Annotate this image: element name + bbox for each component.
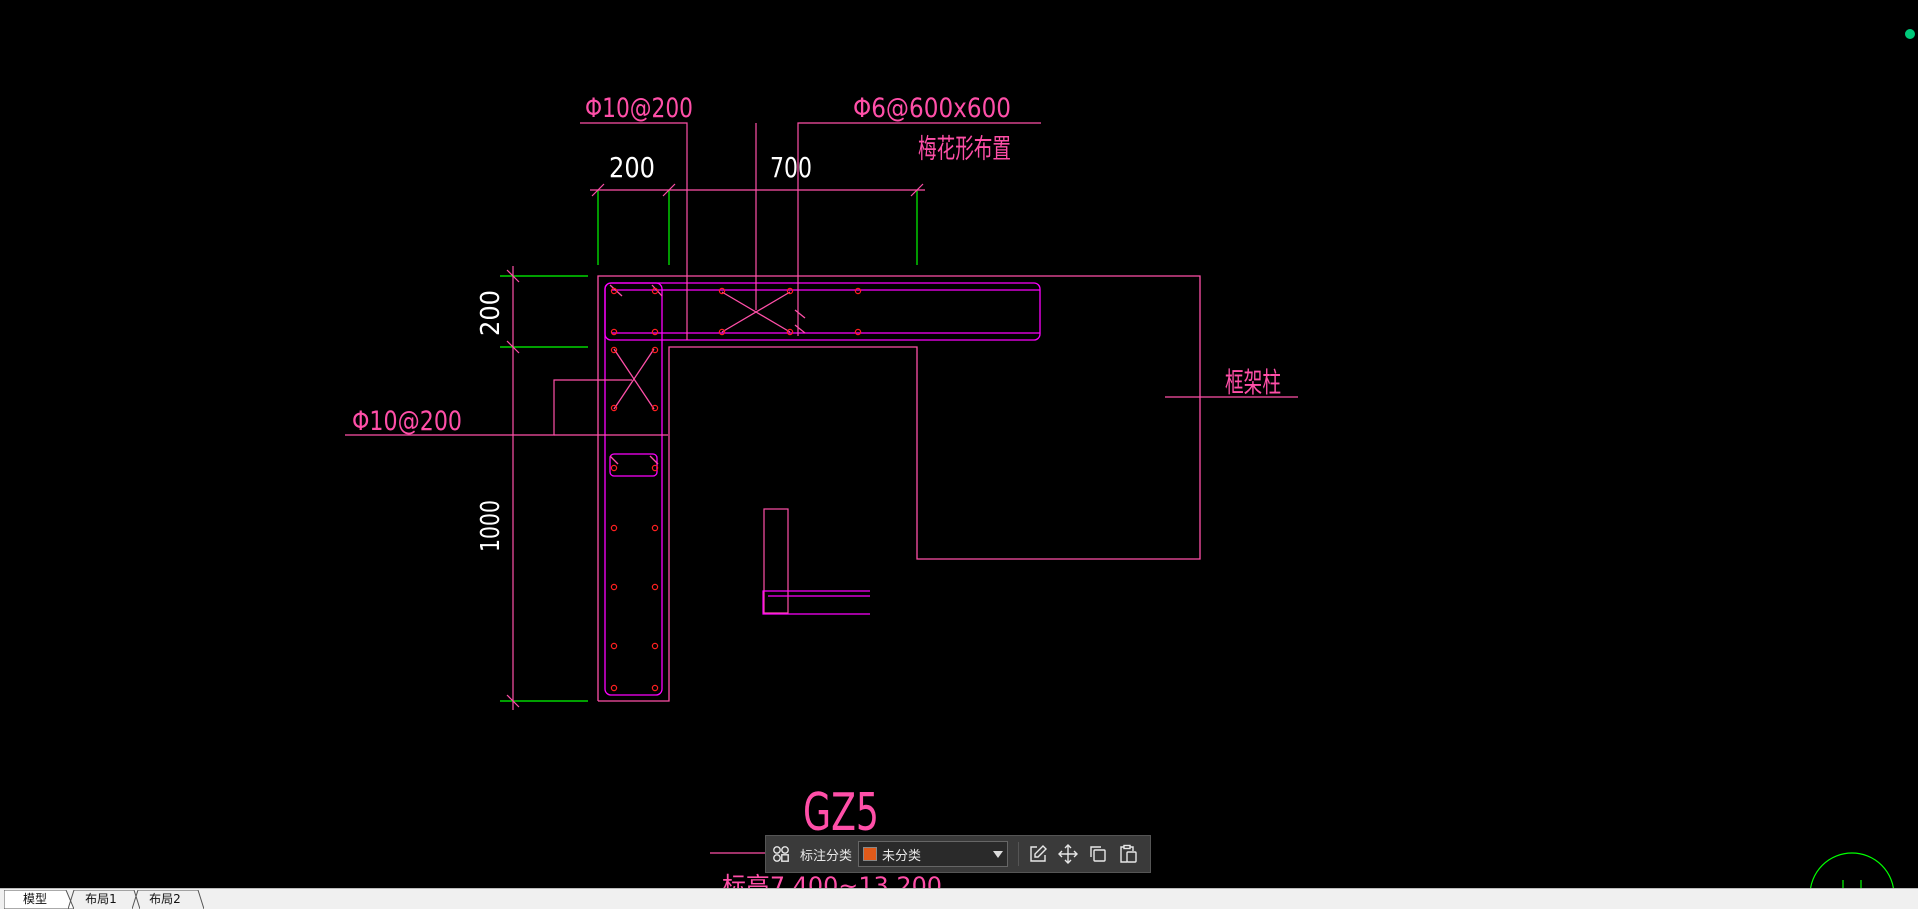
column-outline bbox=[597, 275, 1201, 702]
tab-layout1-label: 布局1 bbox=[85, 892, 117, 906]
dim-tick bbox=[662, 183, 676, 197]
dimension-texts: 200 700 200 1000 bbox=[476, 151, 812, 552]
text-layout-pattern: 梅花形布置 bbox=[918, 134, 1011, 165]
rebar bbox=[610, 328, 618, 336]
hook-line bbox=[794, 324, 806, 334]
tab-layout2-label: 布局2 bbox=[149, 892, 181, 906]
text-top-right-rebar: Φ6@600x600 bbox=[853, 93, 1011, 124]
drawing-canvas[interactable]: Φ10@200 Φ6@600x600 梅花形布置 Φ10@200 框架柱 200… bbox=[0, 0, 1918, 888]
dim-text-200: 200 bbox=[609, 151, 655, 184]
drawing-subtitle: 标高7.400~13.200 bbox=[722, 872, 942, 888]
rebar bbox=[854, 287, 862, 295]
tab-layout2[interactable]: 布局2 bbox=[132, 890, 204, 909]
rebar bbox=[651, 287, 659, 295]
stirrup-horizontal bbox=[604, 282, 1041, 341]
rebar bbox=[718, 287, 726, 295]
rebar bbox=[718, 328, 726, 336]
rebar bbox=[854, 328, 862, 336]
rebar bbox=[651, 524, 659, 532]
grid-icon[interactable] bbox=[766, 839, 796, 869]
toolbar-divider bbox=[1018, 842, 1020, 866]
rebar bbox=[610, 346, 618, 354]
dim-tick bbox=[506, 269, 520, 283]
move-icon[interactable] bbox=[1053, 839, 1083, 869]
category-color-swatch bbox=[863, 847, 878, 861]
rebar bbox=[651, 642, 659, 650]
dim-text-200-vertical: 200 bbox=[476, 290, 506, 336]
drawing-title: GZ5 bbox=[803, 783, 879, 843]
rebar bbox=[651, 346, 659, 354]
text-frame-column: 框架柱 bbox=[1225, 366, 1281, 399]
annotation-toolbar: 标注分类 未分类 bbox=[765, 835, 1151, 873]
dim-text-700: 700 bbox=[770, 151, 812, 184]
rebar bbox=[786, 287, 794, 295]
l-column-outline bbox=[597, 275, 1201, 702]
leader-lines bbox=[345, 122, 1298, 854]
stirrup-small bbox=[609, 453, 658, 477]
text-top-left-rebar: Φ10@200 bbox=[585, 93, 693, 124]
tab-model-label: 模型 bbox=[22, 892, 47, 906]
wall-symbol bbox=[762, 508, 870, 615]
leader-top-left bbox=[580, 122, 688, 340]
wall-symbol-rect bbox=[763, 508, 789, 614]
dim-text-1000: 1000 bbox=[476, 500, 506, 552]
rebar bbox=[610, 404, 618, 412]
rebar bbox=[610, 684, 618, 692]
hook-line bbox=[649, 455, 659, 465]
leader-left bbox=[345, 379, 632, 436]
compass-ring bbox=[1809, 852, 1895, 888]
stirrups bbox=[604, 282, 1041, 696]
wall-symbol-line bbox=[762, 590, 870, 615]
tie-crosses bbox=[609, 284, 806, 465]
rebar bbox=[610, 642, 618, 650]
paste-icon[interactable] bbox=[1113, 839, 1143, 869]
viewcube-compass[interactable] bbox=[1809, 852, 1895, 888]
annotation-category-select[interactable]: 未分类 bbox=[858, 841, 1009, 867]
hook-line bbox=[794, 309, 806, 319]
rebar bbox=[651, 684, 659, 692]
copy-icon[interactable] bbox=[1083, 839, 1113, 869]
tab-shape bbox=[4, 890, 74, 909]
tab-shape bbox=[132, 890, 204, 909]
text-left-rebar: Φ10@200 bbox=[352, 406, 462, 437]
rebar bbox=[610, 583, 618, 591]
rebar bbox=[651, 583, 659, 591]
rebar bbox=[651, 404, 659, 412]
rebar bbox=[651, 328, 659, 336]
tie-line bbox=[721, 291, 791, 333]
status-indicator-dot bbox=[1905, 29, 1915, 39]
hook-line bbox=[609, 455, 619, 465]
rebar bbox=[651, 464, 659, 472]
dim-tick bbox=[591, 183, 605, 197]
title-texts: GZ5 标高7.400~13.200 bbox=[722, 783, 942, 888]
dim-tick bbox=[506, 340, 520, 354]
leader-top-right bbox=[797, 122, 1041, 336]
tab-model[interactable]: 模型 bbox=[4, 890, 74, 909]
rebar bbox=[610, 524, 618, 532]
rebar bbox=[786, 328, 794, 336]
tab-shape bbox=[68, 890, 140, 909]
layout-tab-bar: 模型 布局1 布局2 bbox=[0, 888, 1918, 909]
rebar bbox=[610, 464, 618, 472]
chevron-down-icon bbox=[993, 850, 1004, 858]
rebar bbox=[610, 287, 618, 295]
stirrup-vertical bbox=[604, 282, 663, 696]
tab-layout1[interactable]: 布局1 bbox=[68, 890, 140, 909]
dim-tick bbox=[506, 694, 520, 708]
edit-icon[interactable] bbox=[1023, 839, 1053, 869]
annotation-category-label: 标注分类 bbox=[800, 848, 853, 864]
dim-tick bbox=[910, 183, 924, 197]
rebar-dots bbox=[610, 287, 862, 692]
tie-line bbox=[613, 348, 655, 410]
category-select-value: 未分类 bbox=[882, 848, 922, 864]
dimension-lines bbox=[500, 183, 925, 710]
annotation-texts: Φ10@200 Φ6@600x600 梅花形布置 Φ10@200 框架柱 bbox=[352, 93, 1281, 437]
